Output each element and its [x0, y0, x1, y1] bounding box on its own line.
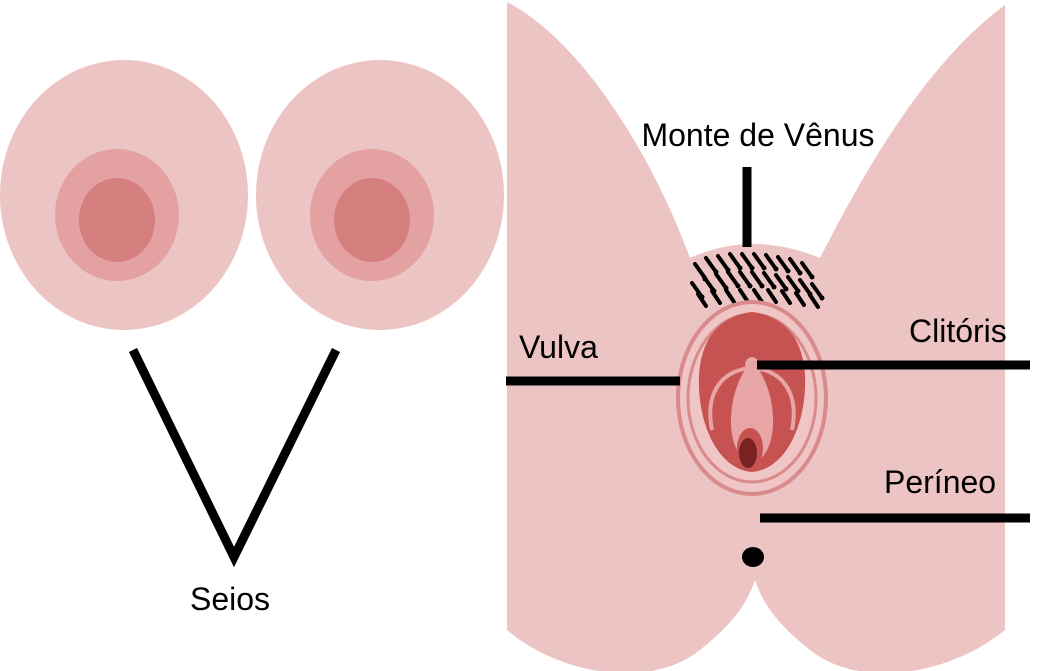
- pubic-hair-dots: [699, 265, 825, 301]
- perineum-label: Períneo: [884, 464, 996, 500]
- anus: [742, 547, 764, 567]
- pubic-hair: [690, 252, 824, 309]
- breasts-label: Seios: [190, 581, 270, 617]
- vulva-label: Vulva: [519, 329, 598, 365]
- right-nipple: [334, 178, 410, 262]
- left-breast: [0, 60, 248, 330]
- mons-pubis-label: Monte de Vênus: [641, 117, 874, 153]
- clitoris-label: Clitóris: [909, 313, 1007, 349]
- left-nipple: [79, 178, 155, 262]
- right-breast: [256, 60, 504, 330]
- clitoris-glans: [745, 357, 759, 373]
- breasts-pointer-line: [128, 348, 341, 568]
- vulva: [676, 300, 828, 496]
